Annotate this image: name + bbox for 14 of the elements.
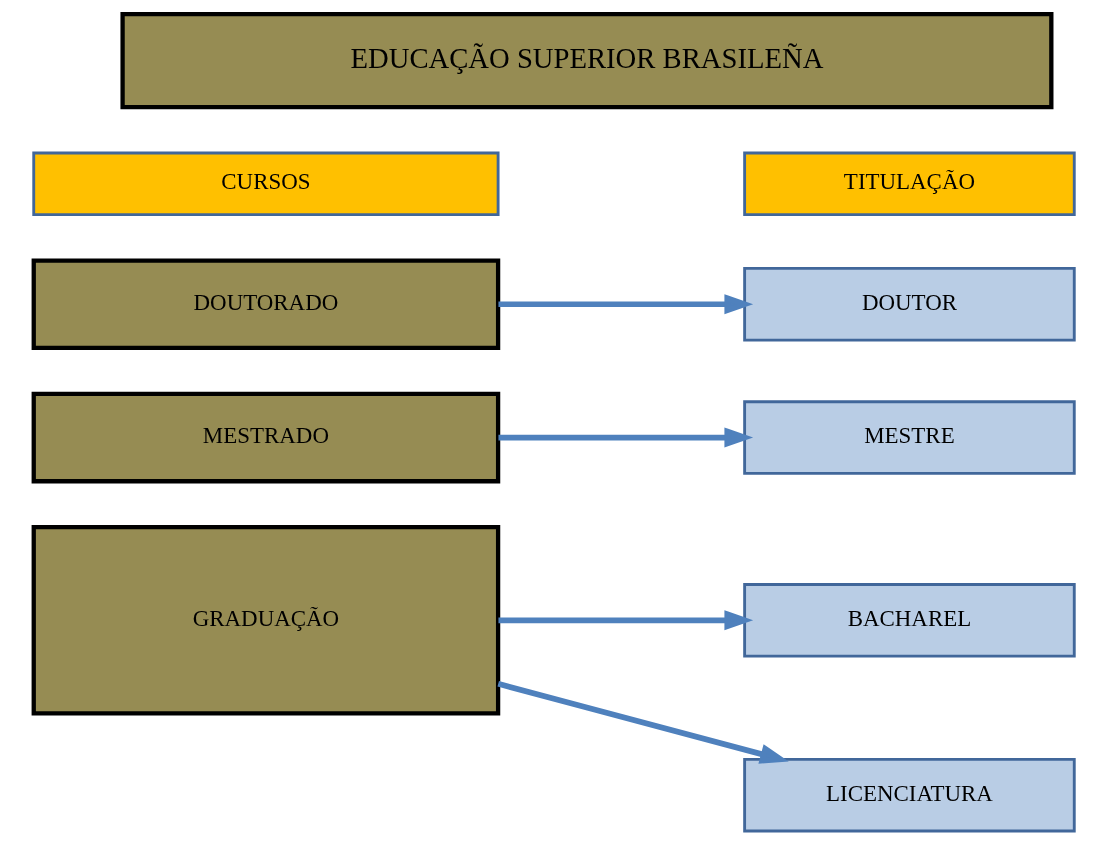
node-box: MESTRE <box>743 400 1076 475</box>
node-box: GRADUAÇÃO <box>31 525 501 716</box>
arrow <box>498 427 754 448</box>
arrow <box>498 610 754 631</box>
node-box: MESTRADO <box>31 391 501 484</box>
arrow <box>498 294 754 315</box>
node-box: EDUCAÇÃO SUPERIOR BRASILEÑA <box>120 11 1054 110</box>
node-box: TITULAÇÃO <box>743 151 1076 217</box>
node-box: BACHAREL <box>743 583 1076 658</box>
arrow <box>497 681 789 764</box>
node-box: DOUTORADO <box>31 258 501 351</box>
node-box: LICENCIATURA <box>743 757 1076 833</box>
node-box: DOUTOR <box>743 267 1076 342</box>
node-box: CURSOS <box>32 151 500 217</box>
